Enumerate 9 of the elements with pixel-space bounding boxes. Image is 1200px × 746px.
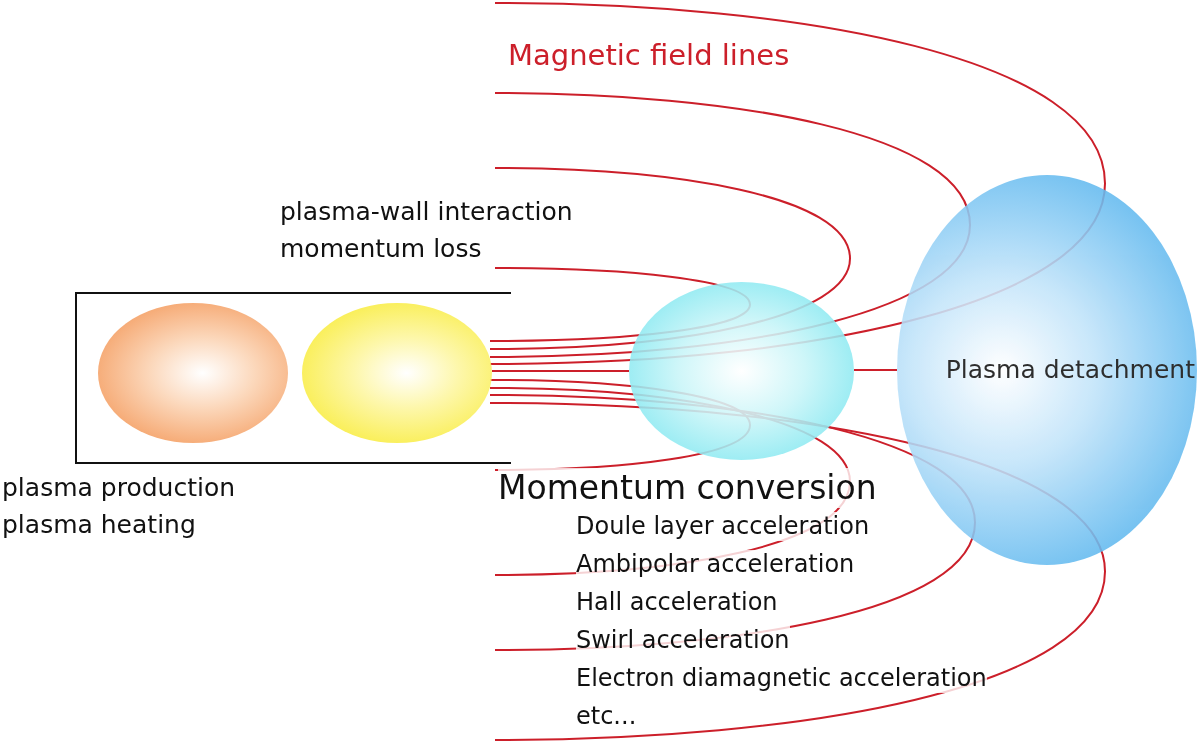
node-label: Plasma detachment [944,355,1196,385]
caption-text: Momentum conversion [498,468,877,508]
list-item-text: Electron diamagnetic acceleration [576,664,987,693]
tube-outline [75,292,511,464]
heading-label: Magnetic field lines [508,38,790,73]
list-item-text: Ambipolar acceleration [576,550,855,579]
field-line [491,370,630,372]
field-line [853,369,898,371]
list-item-text: Doule layer acceleration [576,512,870,541]
